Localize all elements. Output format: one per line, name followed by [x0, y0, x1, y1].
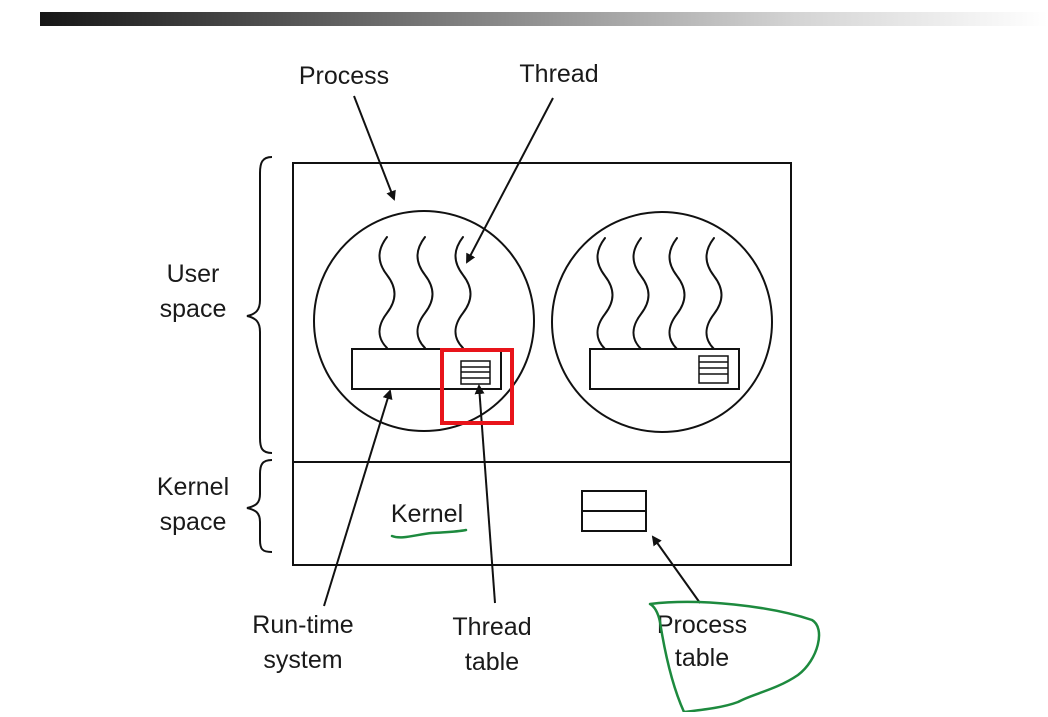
process-table-arrow — [651, 535, 701, 604]
thread-wave-2a — [596, 237, 614, 350]
thread-arrow — [466, 97, 554, 264]
user-space-label-line1: User — [167, 260, 220, 288]
process-1-circle — [313, 210, 535, 432]
thread-table-2 — [698, 355, 729, 384]
user-space-label-line2: space — [160, 295, 227, 323]
process-label: Process — [299, 62, 389, 90]
thread-wave-2c — [668, 237, 686, 350]
thread-wave-2b — [632, 237, 650, 350]
thread-table-arrow — [474, 384, 496, 604]
slide-title-bar — [40, 12, 1048, 26]
process-table-icon — [581, 490, 647, 532]
kernel-underline-annotation — [390, 528, 468, 539]
process-2-circle — [551, 211, 773, 433]
process-table-label-line2: table — [675, 644, 729, 672]
runtime-system-arrow — [323, 389, 393, 607]
kernel-space-label-line2: space — [160, 508, 227, 536]
thread-wave-1a — [378, 236, 396, 349]
thread-wave-1c — [454, 236, 472, 349]
thread-table-highlight — [440, 348, 514, 425]
thread-wave-2d — [705, 237, 723, 350]
thread-wave-1b — [416, 236, 434, 349]
thread-table-label-line1: Thread — [452, 613, 531, 641]
thread-table-label-line2: table — [465, 648, 519, 676]
runtime-system-box-1 — [351, 348, 502, 390]
process-1 — [313, 210, 535, 432]
kernel-space-brace — [246, 459, 273, 553]
user-space-brace — [246, 156, 273, 454]
thread-label: Thread — [519, 60, 598, 88]
runtime-system-label-line1: Run-time — [252, 611, 353, 639]
process-2 — [551, 211, 773, 433]
process-table-scribble-annotation — [648, 600, 821, 714]
runtime-system-box-2 — [589, 348, 740, 390]
runtime-system-label-line2: system — [263, 646, 342, 674]
process-arrow — [353, 95, 396, 201]
kernel-label: Kernel — [391, 500, 463, 528]
kernel-space-label-line1: Kernel — [157, 473, 229, 501]
process-table-label-line1: Process — [657, 611, 747, 639]
system-box — [292, 162, 792, 566]
